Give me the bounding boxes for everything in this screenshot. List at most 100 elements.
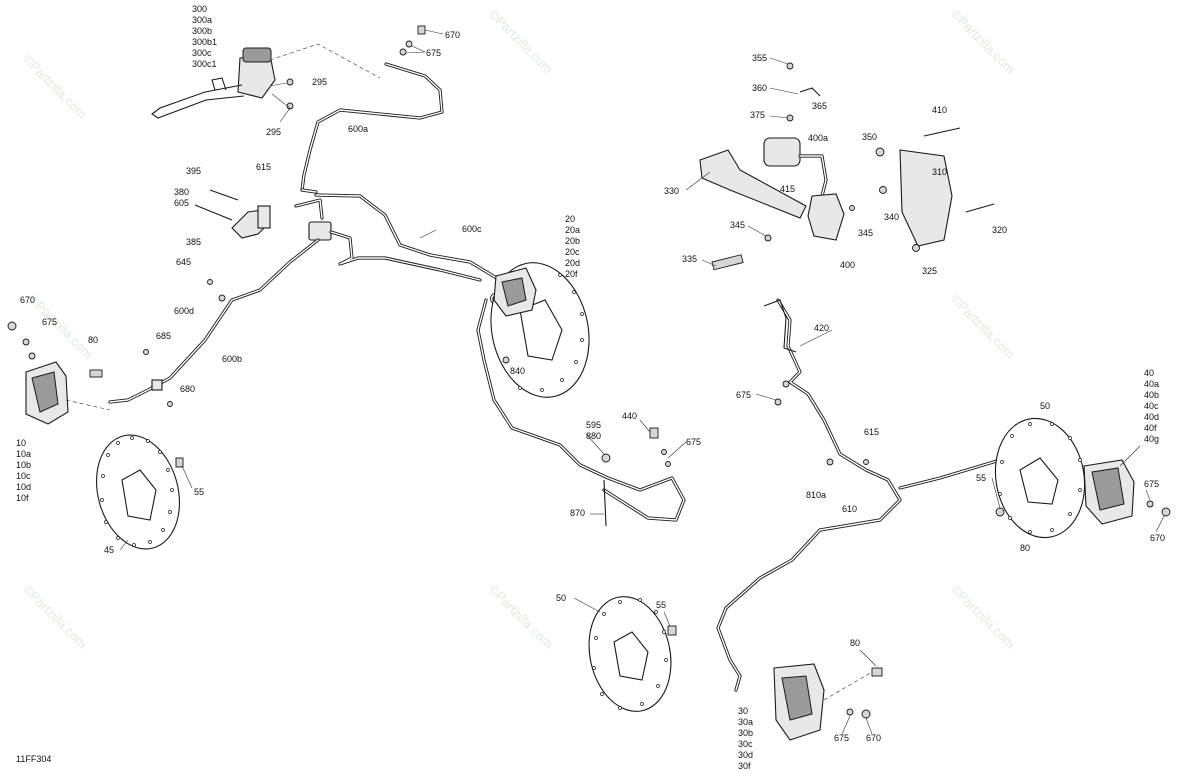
callout: 325 — [922, 266, 937, 276]
callout: 385 — [186, 237, 201, 247]
callout: 345 — [730, 220, 745, 230]
caliper-front-left — [7, 321, 103, 425]
callout: 10 — [16, 438, 26, 448]
callout: 675 — [42, 317, 57, 327]
rotor-front-left — [95, 434, 184, 550]
caliper-rear-right — [1083, 459, 1171, 525]
watermark: ©Partzilla.com — [948, 582, 1018, 652]
callout: 10d — [16, 482, 31, 492]
callout: 360 — [752, 83, 767, 93]
callout: 415 — [780, 184, 795, 194]
junction-block — [294, 188, 332, 241]
watermark: ©Partzilla.com — [948, 7, 1018, 77]
callout: 615 — [864, 427, 879, 437]
callout: 670 — [1150, 533, 1165, 543]
callout: 40 — [1144, 368, 1154, 378]
callout: 30a — [738, 717, 753, 727]
hose-center-lower — [476, 298, 686, 527]
rotor-holes — [998, 422, 1082, 534]
watermark: ©Partzilla.com — [948, 292, 1018, 362]
callout: 300 — [192, 4, 207, 14]
callout: 680 — [180, 384, 195, 394]
callout: 300c — [192, 48, 212, 58]
callout: 675 — [686, 437, 701, 447]
callout: 10b — [16, 460, 31, 470]
callout: 645 — [176, 257, 191, 267]
callout: 840 — [510, 366, 525, 376]
hose-600b — [108, 238, 320, 407]
banjo-fitting-top — [399, 25, 426, 56]
callout: 420 — [814, 323, 829, 333]
callout: 320 — [992, 225, 1007, 235]
callout: 300a — [192, 15, 212, 25]
callout: 675 — [736, 390, 751, 400]
callout: 400 — [840, 260, 855, 270]
hose-600a — [300, 62, 444, 192]
callout: 40b — [1144, 390, 1159, 400]
callout: 670 — [20, 295, 35, 305]
callout: 10c — [16, 471, 31, 481]
callout: 55 — [656, 600, 666, 610]
callout: 30b — [738, 728, 753, 738]
callout: 80 — [88, 335, 98, 345]
callout: 675 — [834, 733, 849, 743]
brake-pedal-assembly — [699, 62, 995, 271]
watermark: ©Partzilla.com — [486, 7, 556, 77]
caliper-rear-left — [773, 663, 883, 741]
callout: 20b — [565, 236, 580, 246]
callout: 80 — [1020, 543, 1030, 553]
callout: 605 — [174, 198, 189, 208]
rotor-holes — [518, 273, 584, 392]
callout: 10a — [16, 449, 31, 459]
callout: 810a — [806, 490, 826, 500]
callout: 355 — [752, 53, 767, 63]
callout-leaders — [119, 57, 1165, 735]
callout: 55 — [194, 487, 204, 497]
callout: 330 — [664, 186, 679, 196]
callout: 870 — [570, 508, 585, 518]
sensor-420 — [763, 299, 797, 353]
hose-600c — [314, 193, 502, 282]
callout: 80 — [850, 638, 860, 648]
callout: 670 — [445, 30, 460, 40]
callout: 600b — [222, 354, 242, 364]
callout: 50 — [1040, 401, 1050, 411]
callout: 685 — [156, 331, 171, 341]
callout: 440 — [622, 411, 637, 421]
callout: 20d — [565, 258, 580, 268]
callout: 20c — [565, 247, 580, 257]
callout: 30f — [738, 761, 751, 771]
callout: 295 — [266, 127, 281, 137]
callout: 600d — [174, 306, 194, 316]
callout: 400a — [808, 133, 828, 143]
callout: 670 — [866, 733, 881, 743]
callout: 340 — [884, 212, 899, 222]
callout-labels: 300 300a 300b 300b1 300c 300c1 295 295 6… — [16, 4, 1165, 771]
callout: 20 — [565, 214, 575, 224]
callout: 675 — [426, 48, 441, 58]
callout: 335 — [682, 254, 697, 264]
callout: 345 — [858, 228, 873, 238]
callout: 30d — [738, 750, 753, 760]
callout: 30c — [738, 739, 753, 749]
callout: 410 — [932, 105, 947, 115]
rotor-holes — [592, 598, 668, 710]
callout: 40d — [1144, 412, 1159, 422]
callout: 40g — [1144, 434, 1159, 444]
callout: 615 — [256, 162, 271, 172]
callout: 365 — [812, 101, 827, 111]
callout: 675 — [1144, 479, 1159, 489]
caliper-front-right-center — [490, 262, 590, 398]
callout: 395 — [186, 166, 201, 176]
rotor-holes — [100, 436, 174, 547]
watermark: ©Partzilla.com — [20, 582, 90, 652]
rotor-rear-left — [588, 596, 677, 712]
callout: 300c1 — [192, 59, 217, 69]
callout: 375 — [750, 110, 765, 120]
callout: 20a — [565, 225, 580, 235]
callout: 610 — [842, 504, 857, 514]
callout: 350 — [862, 132, 877, 142]
callout: 300b1 — [192, 37, 217, 47]
watermark: ©Partzilla.com — [486, 582, 556, 652]
callout: 310 — [932, 167, 947, 177]
